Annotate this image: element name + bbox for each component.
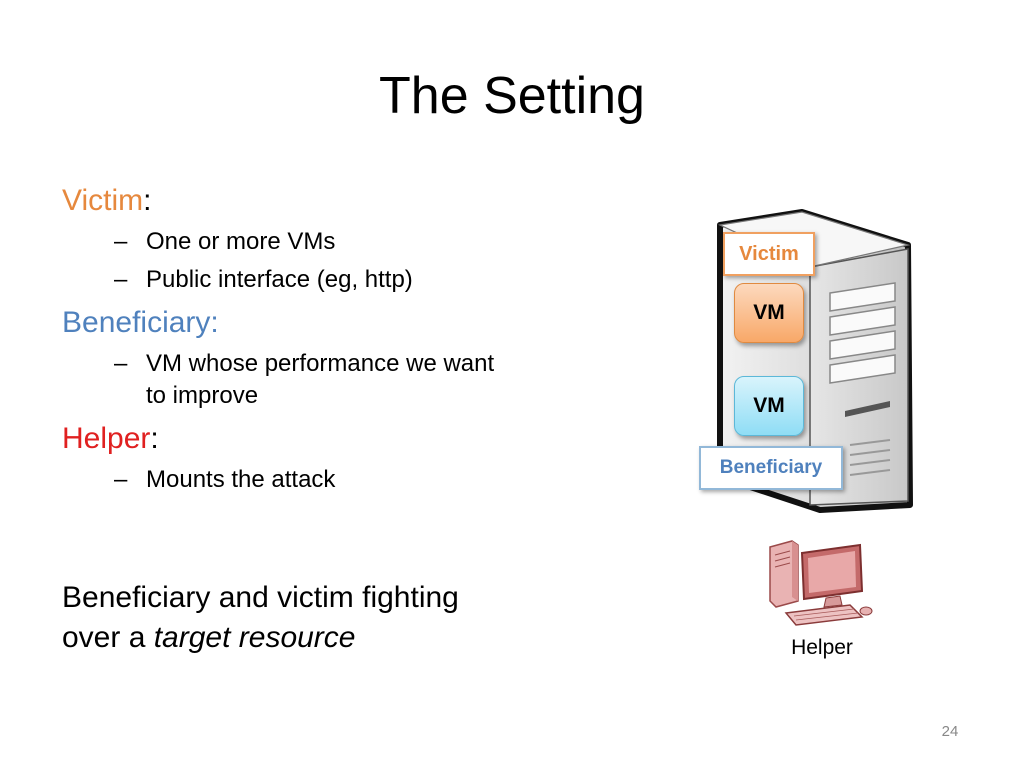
dash: – [114,228,128,255]
slide-title: The Setting [379,67,645,125]
summary-line-2: over a [62,621,154,654]
beneficiary-item-1: –VM whose performance we want to improve [62,348,602,412]
beneficiary-vm-box: VM [734,376,804,436]
victim-item-1: –One or more VMs [62,226,602,258]
page-number: 24 [941,723,959,740]
summary-text: Beneficiary and victim fighting over a t… [62,578,582,658]
helper-label: Helper [62,422,151,455]
victim-tag: Victim [723,232,815,276]
beneficiary-heading: Beneficiary: [62,306,219,339]
helper-item-1: –Mounts the attack [62,464,602,496]
desktop-computer-icon [769,540,873,626]
dash: – [114,350,128,377]
bullet-list: Victim: –One or more VMs –Public interfa… [62,180,602,502]
victim-colon: : [143,184,152,217]
helper-caption: Helper [791,636,853,659]
summary-line-1: Beneficiary and victim fighting [62,581,459,614]
beneficiary-tag: Beneficiary [699,446,843,490]
dash: – [114,466,128,493]
dash: – [114,266,128,293]
victim-item-2: –Public interface (eg, http) [62,264,602,296]
victim-item-1-text: One or more VMs [146,228,336,255]
helper-heading: Helper: [62,418,602,460]
beneficiary-item-line-1: VM whose performance we want [146,350,495,377]
victim-vm-box: VM [734,283,804,343]
target-resource-emphasis: target resource [153,621,356,654]
helper-item-1-text: Mounts the attack [146,466,336,493]
victim-label: Victim [62,184,144,217]
victim-item-2-text: Public interface (eg, http) [146,266,413,293]
helper-colon: : [150,422,159,455]
beneficiary-item-line-2: to improve [146,382,259,409]
victim-heading: Victim: [62,180,602,222]
